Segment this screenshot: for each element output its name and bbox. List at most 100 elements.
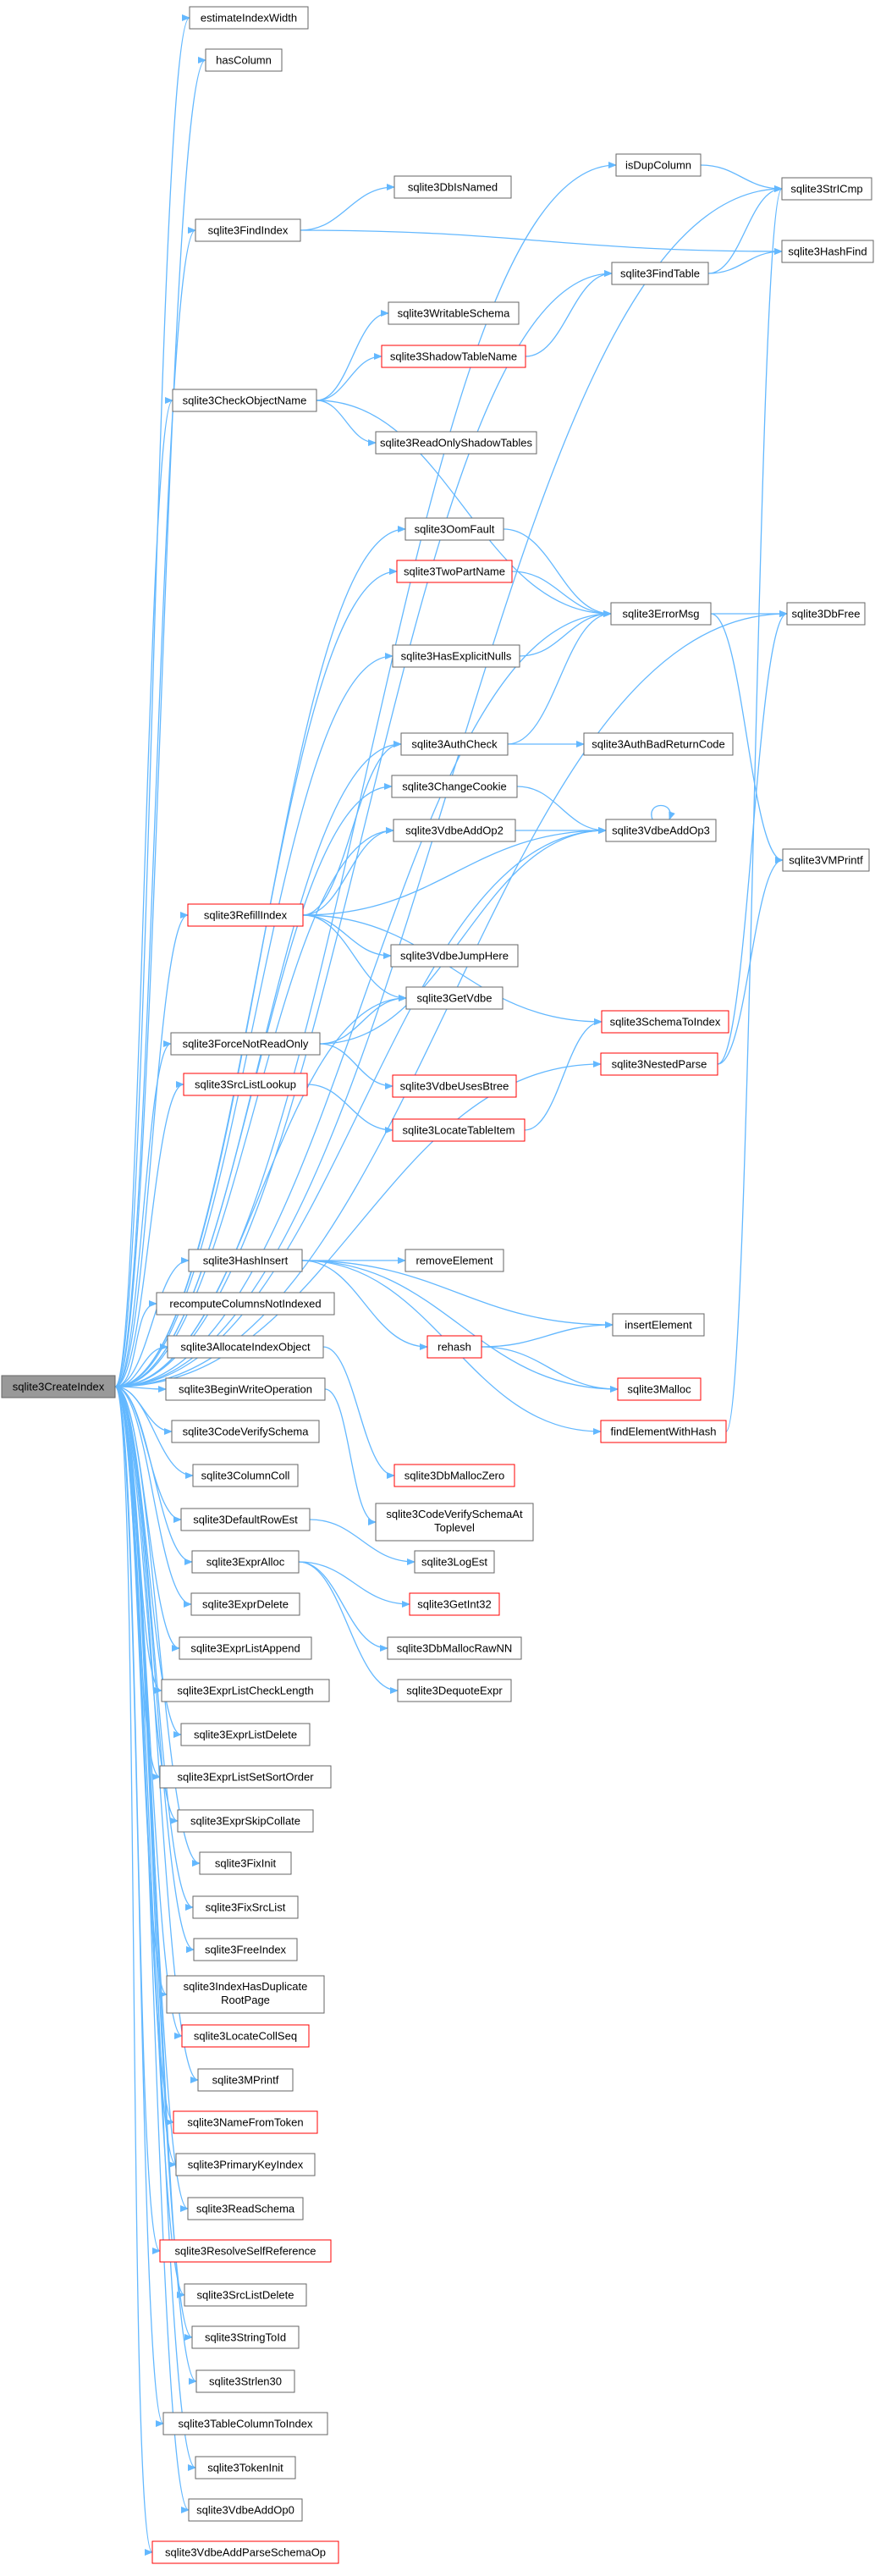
node-label: sqlite3CreateIndex [13,1381,105,1393]
node-sqlite3FindIndex[interactable]: sqlite3FindIndex [195,218,301,242]
node-sqlite3TwoPartName[interactable]: sqlite3TwoPartName [396,560,513,583]
node-label: sqlite3HashFind [788,245,867,258]
node-sqlite3WritableSchema[interactable]: sqlite3WritableSchema [388,301,520,325]
node-box [191,2325,300,2349]
node-sqlite3ExprListCheckLength[interactable]: sqlite3ExprListCheckLength [161,1679,330,1702]
node-sqlite3VdbeAddOp0[interactable]: sqlite3VdbeAddOp0 [188,2498,303,2522]
node-sqlite3VMPrintf[interactable]: sqlite3VMPrintf [782,848,870,872]
node-sqlite3LocateTableItem[interactable]: sqlite3LocateTableItem [392,1118,526,1142]
node-sqlite3FreeIndex[interactable]: sqlite3FreeIndex [193,1938,298,1961]
node-label: sqlite3RefillIndex [204,909,288,922]
node-label: sqlite3LocateTableItem [403,1124,515,1137]
edge-root-to-sqlite3BeginWriteOperation [114,1385,167,1393]
node-sqlite3VdbeAddOp2[interactable]: sqlite3VdbeAddOp2 [393,819,516,842]
node-sqlite3VdbeAddParseSchemaOp[interactable]: sqlite3VdbeAddParseSchemaOp [151,2540,339,2564]
edge-sqlite3RefillIndex-to-sqlite3VdbeAddOp2 [302,827,394,916]
edge-sqlite3FindTable-to-sqlite3StrICmp [707,185,783,274]
node-sqlite3VdbeUsesBtree[interactable]: sqlite3VdbeUsesBtree [392,1074,517,1098]
node-sqlite3VdbeAddOp3[interactable]: sqlite3VdbeAddOp3 [605,819,717,842]
node-sqlite3DbMallocRawNN[interactable]: sqlite3DbMallocRawNN [387,1636,522,1660]
node-sqlite3RefillIndex[interactable]: sqlite3RefillIndex [187,903,304,927]
node-box [601,1010,729,1034]
node-sqlite3NestedParse[interactable]: sqlite3NestedParse [600,1052,718,1076]
node-sqlite3NameFromToken[interactable]: sqlite3NameFromToken [173,2110,318,2134]
node-sqlite3ExprAlloc[interactable]: sqlite3ExprAlloc [191,1550,300,1574]
node-label: recomputeColumnsNotIndexed [169,1298,321,1310]
node-sqlite3PrimaryKeyIndex[interactable]: sqlite3PrimaryKeyIndex [175,2153,316,2176]
node-findElementWithHash[interactable]: findElementWithHash [600,1420,727,1443]
node-sqlite3AuthBadReturnCode[interactable]: sqlite3AuthBadReturnCode [583,732,734,756]
node-sqlite3CheckObjectName[interactable]: sqlite3CheckObjectName [172,389,317,412]
node-sqlite3GetInt32[interactable]: sqlite3GetInt32 [409,1592,500,1616]
node-sqlite3VdbeJumpHere[interactable]: sqlite3VdbeJumpHere [390,944,519,968]
node-sqlite3ShadowTableName[interactable]: sqlite3ShadowTableName [381,345,526,368]
node-removeElement[interactable]: removeElement [404,1249,504,1272]
node-sqlite3Malloc[interactable]: sqlite3Malloc [617,1377,702,1401]
node-sqlite3ReadSchema[interactable]: sqlite3ReadSchema [187,2197,304,2220]
node-label: sqlite3Malloc [627,1383,691,1396]
node-sqlite3CodeVerifySchema[interactable]: sqlite3CodeVerifySchema [171,1420,320,1443]
node-sqlite3TableColumnToIndex[interactable]: sqlite3TableColumnToIndex [162,2412,328,2435]
node-sqlite3ChangeCookie[interactable]: sqlite3ChangeCookie [391,775,518,798]
node-sqlite3ExprListAppend[interactable]: sqlite3ExprListAppend [179,1636,312,1660]
node-sqlite3ExprDelete[interactable]: sqlite3ExprDelete [190,1592,300,1616]
node-label: sqlite3VdbeUsesBtree [400,1080,509,1093]
node-sqlite3LogEst[interactable]: sqlite3LogEst [414,1550,495,1574]
node-sqlite3StringToId[interactable]: sqlite3StringToId [191,2325,300,2349]
node-sqlite3DequoteExpr[interactable]: sqlite3DequoteExpr [397,1679,512,1702]
node-sqlite3FixInit[interactable]: sqlite3FixInit [199,1851,292,1875]
node-sqlite3SrcListLookup[interactable]: sqlite3SrcListLookup [183,1073,308,1096]
node-sqlite3AllocateIndexObject[interactable]: sqlite3AllocateIndexObject [167,1335,324,1359]
node-sqlite3DbIsNamed[interactable]: sqlite3DbIsNamed [393,175,512,199]
node-box [375,431,537,455]
node-sqlite3Strlen30[interactable]: sqlite3Strlen30 [195,2369,295,2393]
node-sqlite3DbFree[interactable]: sqlite3DbFree [786,602,866,626]
node-sqlite3ErrorMsg[interactable]: sqlite3ErrorMsg [610,602,712,626]
edge-sqlite3HasExplicitNulls-to-sqlite3ErrorMsg [519,610,612,657]
node-sqlite3ExprListSetSortOrder[interactable]: sqlite3ExprListSetSortOrder [159,1765,332,1789]
edge-sqlite3FindIndex-to-sqlite3HashFind [300,229,783,255]
node-rehash[interactable]: rehash [426,1335,482,1359]
node-sqlite3SchemaToIndex[interactable]: sqlite3SchemaToIndex [601,1010,729,1034]
node-sqlite3BeginWriteOperation[interactable]: sqlite3BeginWriteOperation [165,1377,326,1401]
node-sqlite3HasExplicitNulls[interactable]: sqlite3HasExplicitNulls [392,644,520,668]
node-sqlite3DbMallocZero[interactable]: sqlite3DbMallocZero [393,1464,515,1487]
node-sqlite3SrcListDelete[interactable]: sqlite3SrcListDelete [184,2283,307,2307]
node-sqlite3StrICmp[interactable]: sqlite3StrICmp [781,177,872,201]
node-sqlite3MPrintf[interactable]: sqlite3MPrintf [197,2068,294,2092]
node-box [600,1052,718,1076]
node-recomputeColumnsNotIndexed[interactable]: recomputeColumnsNotIndexed [156,1292,335,1316]
node-hasColumn[interactable]: hasColumn [205,48,283,72]
node-sqlite3ExprSkipCollate[interactable]: sqlite3ExprSkipCollate [177,1809,314,1833]
edge-sqlite3ErrorMsg-to-sqlite3VMPrintf [710,613,784,863]
node-sqlite3ForceNotReadOnly[interactable]: sqlite3ForceNotReadOnly [170,1032,321,1056]
node-sqlite3OomFault[interactable]: sqlite3OomFault [404,517,504,541]
node-sqlite3TokenInit[interactable]: sqlite3TokenInit [195,2456,296,2479]
node-label: sqlite3ForceNotReadOnly [183,1038,309,1051]
node-sqlite3LocateCollSeq[interactable]: sqlite3LocateCollSeq [181,2024,310,2048]
node-sqlite3AuthCheck[interactable]: sqlite3AuthCheck [400,732,509,756]
node-sqlite3HashFind[interactable]: sqlite3HashFind [781,240,874,263]
node-box [426,1335,482,1359]
node-insertElement[interactable]: insertElement [612,1313,705,1337]
node-sqlite3DefaultRowEst[interactable]: sqlite3DefaultRowEst [180,1508,311,1531]
node-sqlite3ReadOnlyShadowTables[interactable]: sqlite3ReadOnlyShadowTables [375,431,537,455]
node-label: sqlite3FixSrcList [206,1901,286,1914]
node-sqlite3ExprListDelete[interactable]: sqlite3ExprListDelete [180,1723,311,1746]
node-estimateIndexWidth[interactable]: estimateIndexWidth [189,6,309,30]
node-isDupColumn[interactable]: isDupColumn [615,153,702,177]
node-sqlite3HashInsert[interactable]: sqlite3HashInsert [188,1249,303,1272]
node-sqlite3FindTable[interactable]: sqlite3FindTable [611,262,709,285]
node-sqlite3FixSrcList[interactable]: sqlite3FixSrcList [192,1895,299,1919]
edge-sqlite3FindIndex-to-sqlite3DbIsNamed [300,184,395,231]
node-root[interactable]: sqlite3CreateIndex [1,1375,116,1398]
node-box [409,1592,500,1616]
node-box [392,1074,517,1098]
node-box [166,1975,325,2014]
node-sqlite3GetVdbe[interactable]: sqlite3GetVdbe [405,986,504,1010]
node-sqlite3ResolveSelfReference[interactable]: sqlite3ResolveSelfReference [159,2239,332,2263]
node-sqlite3ColumnColl[interactable]: sqlite3ColumnColl [192,1464,299,1487]
node-label: sqlite3DbMallocZero [404,1470,505,1482]
